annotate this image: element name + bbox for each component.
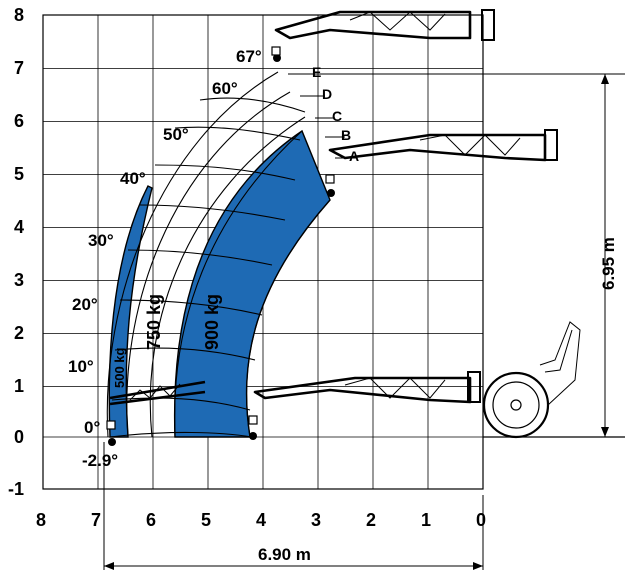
- y-tick: 7: [14, 58, 24, 78]
- lifting-arcs: [106, 71, 331, 438]
- angle-label: 60°: [212, 79, 238, 98]
- load-label-900: 900 kg: [202, 294, 222, 350]
- angle-label: 67°: [236, 47, 262, 66]
- angle-label: 50°: [163, 125, 189, 144]
- y-tick: 3: [14, 270, 24, 290]
- x-tick: 7: [91, 510, 101, 530]
- x-tick: 4: [256, 510, 266, 530]
- extension-label: C: [332, 108, 342, 124]
- angle-label: 30°: [88, 231, 114, 250]
- boom-top: [271, 9, 495, 62]
- y-tick: 0: [14, 427, 24, 447]
- extension-label: B: [341, 127, 351, 143]
- boom-bottom: [248, 371, 481, 440]
- extension-letters: E D C B A: [312, 64, 359, 164]
- max-height-label: 6.95 m: [599, 237, 618, 290]
- x-tick: 0: [476, 510, 486, 530]
- y-tick: 6: [14, 111, 24, 131]
- y-tick: 1: [14, 376, 24, 396]
- reach-dimension: [103, 442, 484, 570]
- machine-outline: [482, 321, 581, 439]
- y-tick: -1: [8, 479, 24, 499]
- x-axis-labels: 8 7 6 5 4 3 2 1 0: [36, 510, 486, 530]
- angle-label: 0°: [84, 418, 100, 437]
- x-tick: 8: [36, 510, 46, 530]
- max-reach-label: 6.90 m: [258, 545, 311, 564]
- angle-label: -2.9°: [82, 451, 118, 470]
- y-tick: 2: [14, 323, 24, 343]
- angle-label: 20°: [72, 295, 98, 314]
- x-tick: 6: [146, 510, 156, 530]
- zone-500kg: [108, 185, 153, 438]
- angle-labels: 67° 60° 50° 40° 30° 20° 10° 0° -2.9°: [68, 47, 262, 470]
- boom-middle: [325, 129, 558, 197]
- y-tick: 4: [14, 217, 24, 237]
- load-label-750: 750 kg: [144, 294, 164, 350]
- height-dimension: [601, 74, 609, 437]
- boom-horizontal-left: [106, 380, 206, 446]
- y-tick: 8: [14, 5, 24, 25]
- angle-label: 10°: [68, 357, 94, 376]
- angle-label: 40°: [120, 169, 146, 188]
- x-tick: 5: [201, 510, 211, 530]
- load-label-500: 500 kg: [112, 347, 127, 388]
- extension-label: D: [322, 86, 332, 102]
- extension-label: A: [349, 148, 359, 164]
- x-tick: 2: [366, 510, 376, 530]
- x-tick: 3: [311, 510, 321, 530]
- extension-label: E: [312, 64, 321, 80]
- y-tick: 5: [14, 164, 24, 184]
- y-axis-labels: 8 7 6 5 4 3 2 1 0 -1: [8, 5, 24, 499]
- x-tick: 1: [421, 510, 431, 530]
